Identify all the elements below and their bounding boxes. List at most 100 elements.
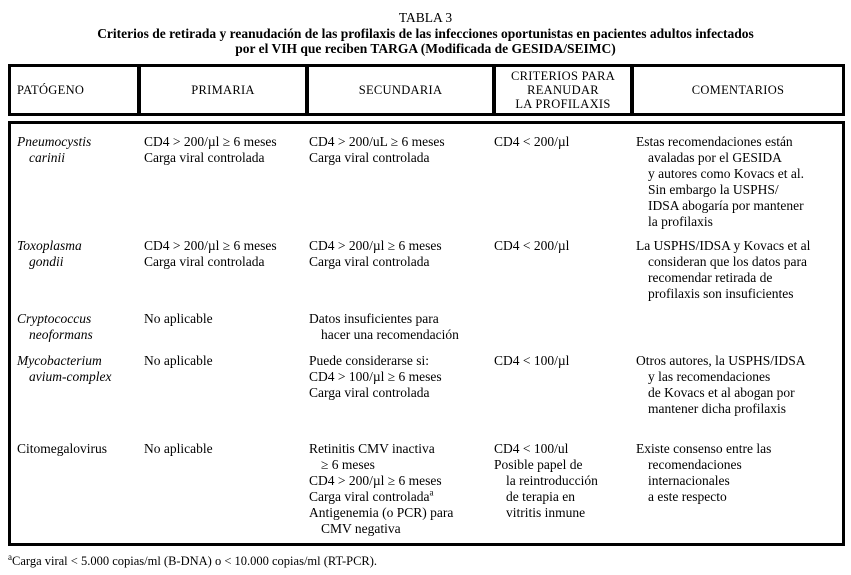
table-title-line2: por el VIH que reciben TARGA (Modificada… bbox=[235, 41, 616, 56]
cell-reanudar bbox=[492, 311, 630, 343]
footnote-text: Carga viral < 5.000 copias/ml (B-DNA) o … bbox=[12, 553, 378, 568]
column-header-comentarios: COMENTARIOS bbox=[630, 66, 842, 113]
cell-line: CD4 < 100/ul bbox=[494, 440, 569, 456]
cell-line: Pneumocystis bbox=[17, 133, 92, 149]
cell-line: CD4 < 100/µl bbox=[494, 352, 570, 368]
cell-line: CD4 > 200/µl ≥ 6 meses bbox=[309, 472, 442, 488]
cell-line: la reintroducción bbox=[506, 472, 598, 488]
cell-reanudar: CD4 < 200/µl bbox=[492, 134, 630, 230]
table-number: TABLA 3 bbox=[398, 10, 453, 25]
cell-line: No aplicable bbox=[144, 440, 213, 456]
cell-comentarios bbox=[630, 311, 842, 343]
cell-line: CD4 > 200/µl ≥ 6 meses bbox=[144, 237, 277, 253]
cell-line: Puede considerarse si: bbox=[309, 352, 429, 368]
footnote: aCarga viral < 5.000 copias/ml (B-DNA) o… bbox=[8, 551, 851, 569]
cell-line: neoformans bbox=[29, 326, 93, 342]
cell-line: internacionales bbox=[648, 472, 730, 488]
column-header-primaria: PRIMARIA bbox=[137, 66, 305, 113]
cell-line: avaladas por el GESIDA bbox=[648, 149, 782, 165]
cell-line: Existe consenso entre las bbox=[636, 440, 772, 456]
cell-line: CD4 < 200/µl bbox=[494, 133, 570, 149]
cell-line: gondii bbox=[29, 253, 64, 269]
cell-line: la profilaxis bbox=[648, 213, 713, 229]
cell-reanudar: CD4 < 100/µl bbox=[492, 353, 630, 417]
cell-line: CD4 > 200/µl ≥ 6 meses bbox=[144, 133, 277, 149]
cell-line: Cryptococcus bbox=[17, 310, 92, 326]
cell-line: CMV negativa bbox=[321, 520, 401, 536]
cell-line: recomendar retirada de bbox=[648, 269, 773, 285]
cell-line: y las recomendaciones bbox=[648, 368, 771, 384]
cell-line: Datos insuficientes para bbox=[309, 310, 439, 326]
cell-line: de Kovacs et al abogan por bbox=[648, 384, 795, 400]
cell-line: carinii bbox=[29, 149, 65, 165]
cell-line: Otros autores, la USPHS/IDSA bbox=[636, 352, 806, 368]
cell-line: avium-complex bbox=[29, 368, 112, 384]
cell-line: de terapia en bbox=[506, 488, 575, 504]
cell-line: CD4 > 200/µl ≥ 6 meses bbox=[309, 237, 442, 253]
cell-line: profilaxis son insuficientes bbox=[648, 285, 794, 301]
cell-line: Citomegalovirus bbox=[17, 440, 107, 456]
cell-line: Toxoplasma bbox=[17, 237, 82, 253]
table-header-row: PATÓGENO PRIMARIA SECUNDARIA CRITERIOS P… bbox=[8, 63, 845, 116]
cell-secundaria: Puede considerarse si:CD4 > 100/µl ≥ 6 m… bbox=[305, 353, 492, 417]
cell-line: vitritis inmune bbox=[506, 504, 586, 520]
cell-primaria: No aplicable bbox=[137, 353, 305, 417]
cell-line: No aplicable bbox=[144, 310, 213, 326]
table-title-line1: Criterios de retirada y reanudación de l… bbox=[97, 25, 754, 41]
superscript-marker: a bbox=[429, 487, 434, 497]
cell-line: a este respecto bbox=[648, 488, 727, 504]
cell-primaria: No aplicable bbox=[137, 441, 305, 537]
column-header-reanudar: CRITERIOS PARA REANUDAR LA PROFILAXIS bbox=[492, 66, 630, 113]
cell-line: CD4 > 200/uL ≥ 6 meses bbox=[309, 133, 445, 149]
cell-line: La USPHS/IDSA y Kovacs et al bbox=[636, 237, 811, 253]
cell-line: Carga viral controlada bbox=[144, 253, 265, 269]
cell-line: CD4 < 200/µl bbox=[494, 237, 570, 253]
cell-primaria: No aplicable bbox=[137, 311, 305, 343]
table-row: Citomegalovirus No aplicable Retinitis CMV… bbox=[11, 441, 842, 537]
cell-line: Posible papel de bbox=[494, 456, 583, 472]
cell-line: Carga viral controladaa bbox=[309, 487, 434, 504]
cell-line: y autores como Kovacs et al. bbox=[648, 165, 804, 181]
cell-reanudar: CD4 < 200/µl bbox=[492, 238, 630, 302]
cell-line: hacer una recomendación bbox=[321, 326, 459, 342]
column-header-patogeno: PATÓGENO bbox=[17, 82, 85, 97]
cell-line: recomendaciones bbox=[648, 456, 742, 472]
cell-line: Sin embargo la USPHS/ bbox=[648, 181, 779, 197]
cell-line: No aplicable bbox=[144, 352, 213, 368]
cell-line: consideran que los datos para bbox=[648, 253, 807, 269]
column-header-secundaria: SECUNDARIA bbox=[305, 66, 492, 113]
footnote-superscript: a bbox=[8, 551, 12, 562]
cell-line: Carga viral controlada bbox=[144, 149, 265, 165]
cell-line: Carga viral controlada bbox=[309, 253, 430, 269]
cell-line: Mycobacterium bbox=[17, 352, 102, 368]
cell-line: ≥ 6 meses bbox=[321, 456, 375, 472]
cell-line: CD4 > 100/µl ≥ 6 meses bbox=[309, 368, 442, 384]
cell-pathogen: Citomegalovirus bbox=[11, 441, 137, 537]
cell-line: Retinitis CMV inactiva bbox=[309, 440, 435, 456]
cell-line: Antigenemia (o PCR) para bbox=[309, 504, 454, 520]
table-title-block: TABLA 3 Criterios de retirada y reanudac… bbox=[0, 0, 851, 57]
cell-line: mantener dicha profilaxis bbox=[648, 400, 786, 416]
cell-line: IDSA abogaría por mantener bbox=[648, 197, 804, 213]
cell-line: Carga viral controlada bbox=[309, 149, 430, 165]
